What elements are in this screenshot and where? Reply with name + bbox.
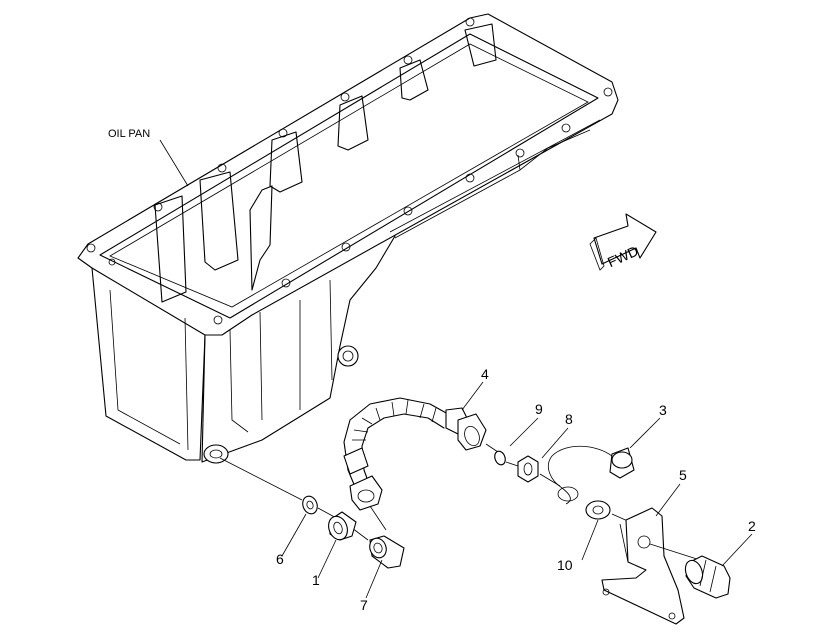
part-8-nut	[517, 455, 539, 483]
callout-2: 2	[748, 518, 756, 534]
part-3-cap	[548, 445, 635, 505]
part-1-adapter	[328, 511, 357, 541]
part-4-hose	[343, 397, 499, 531]
callout-10: 10	[557, 557, 573, 573]
callout-1: 1	[312, 572, 320, 588]
oil-pan	[77, 13, 619, 464]
callout-3: 3	[659, 402, 667, 418]
callout-5: 5	[679, 467, 687, 483]
callout-6: 6	[276, 551, 284, 567]
callout-9: 9	[535, 401, 543, 417]
part-2-fitting	[684, 555, 731, 599]
part-10-washer	[585, 500, 611, 520]
part-7-elbow	[369, 535, 405, 569]
callout-8: 8	[565, 411, 573, 427]
fwd-arrow-icon: FWD	[589, 213, 657, 271]
callout-leaders	[281, 381, 753, 599]
part-5-bracket	[601, 507, 685, 625]
part-6-washer	[302, 495, 318, 515]
callout-4: 4	[481, 366, 489, 382]
callout-7: 7	[360, 597, 368, 613]
oil-pan-label: OIL PAN	[108, 128, 150, 140]
part-9-o-ring	[494, 450, 506, 466]
